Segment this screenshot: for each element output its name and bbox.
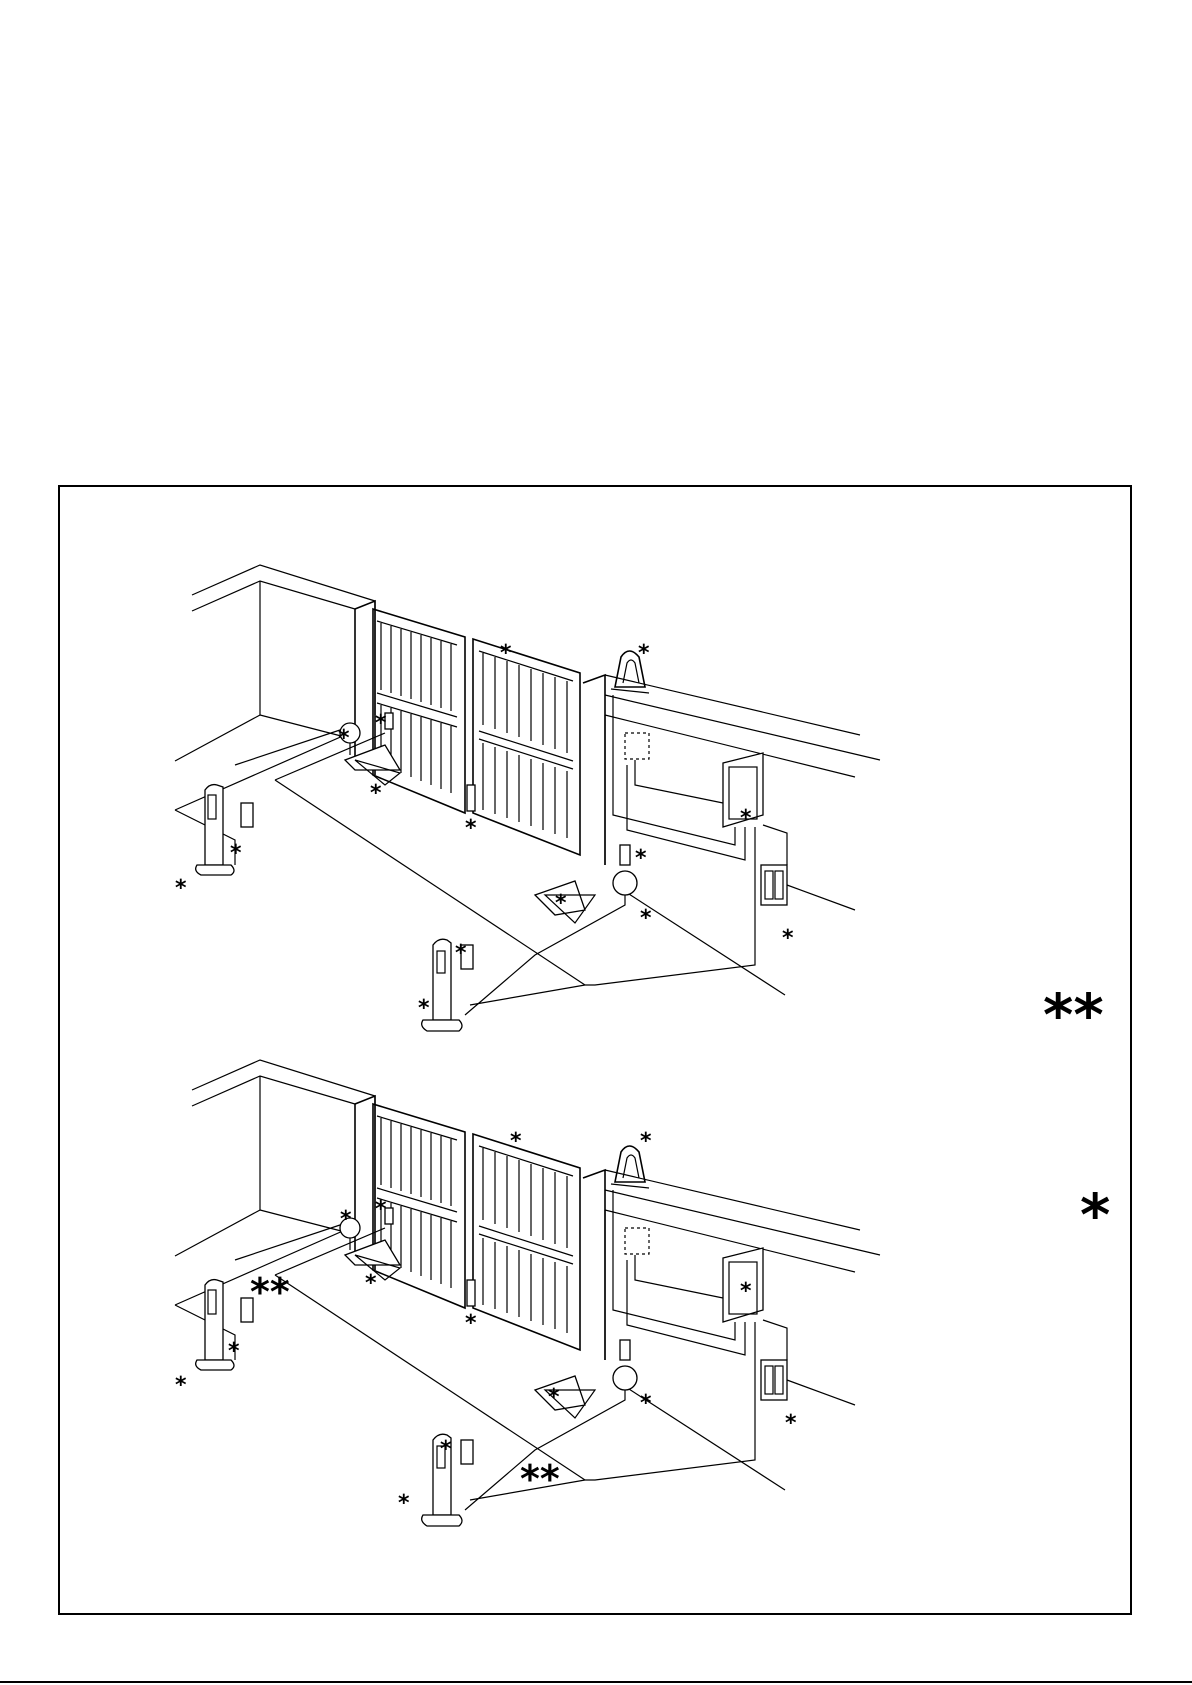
page-bottom-rule (0, 1681, 1192, 1683)
asterisk-marker: * (465, 816, 477, 841)
asterisk-marker: * (500, 641, 512, 666)
asterisk-marker: * (175, 1373, 187, 1398)
asterisk-marker: * (465, 1311, 477, 1336)
asterisk-marker: * (785, 1411, 797, 1436)
asterisk-marker: * (228, 1339, 240, 1364)
asterisk-marker: * (370, 781, 382, 806)
asterisk-marker: * (510, 1129, 522, 1154)
asterisk-marker: * (455, 941, 467, 966)
asterisk-marker: * (635, 846, 647, 871)
legend-single-asterisk: * (1080, 1181, 1110, 1249)
asterisk-marker: * (375, 711, 387, 736)
asterisk-marker: * (338, 726, 350, 751)
asterisk-marker: * (418, 996, 430, 1021)
component-markers-lower: ************** (175, 1129, 797, 1516)
installation-scene-standard (175, 565, 880, 1031)
cable-marker-double-asterisk: ** (250, 1270, 290, 1314)
asterisk-marker: * (340, 1207, 352, 1232)
asterisk-marker: * (740, 806, 752, 831)
asterisk-marker: * (640, 1391, 652, 1416)
asterisk-marker: * (365, 1271, 377, 1296)
asterisk-marker: * (740, 1279, 752, 1304)
asterisk-marker: * (638, 641, 650, 666)
asterisk-marker: * (175, 876, 187, 901)
cable-markers: **** (250, 1270, 560, 1501)
asterisk-marker: * (548, 1385, 560, 1410)
asterisk-marker: * (782, 926, 794, 951)
legend-double-asterisk: ** (1043, 981, 1104, 1049)
asterisk-marker: * (375, 1197, 387, 1222)
asterisk-marker: * (640, 906, 652, 931)
asterisk-marker: * (640, 1129, 652, 1154)
asterisk-marker: * (440, 1437, 452, 1462)
asterisk-marker: * (555, 891, 567, 916)
cable-marker-double-asterisk: ** (520, 1457, 560, 1501)
asterisk-marker: * (398, 1491, 410, 1516)
asterisk-marker: * (230, 841, 242, 866)
